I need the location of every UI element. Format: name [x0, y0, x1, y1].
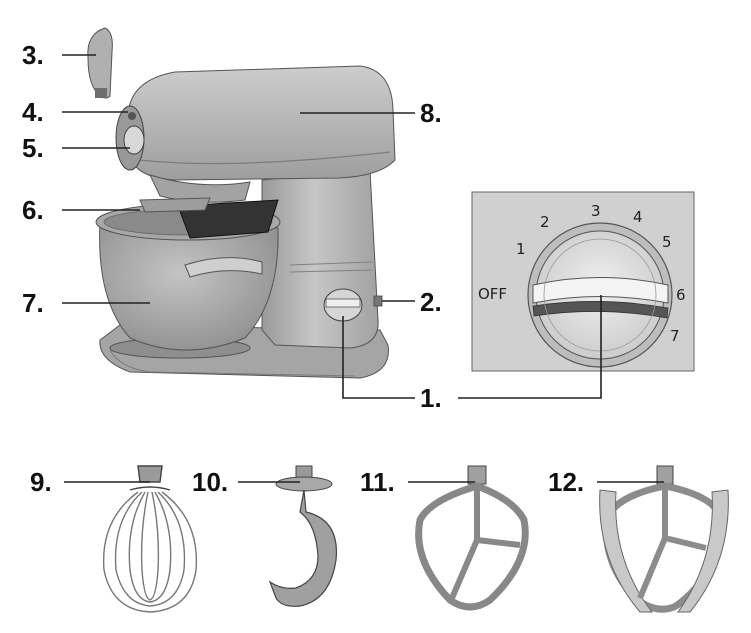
callout-7: 7. [22, 288, 44, 318]
callout-3: 3. [22, 40, 44, 70]
callout-labels: 1. 2. 3. 4. 5. 6. 7. 8. 9. 10. 11. 12. [22, 40, 584, 497]
callout-4: 4. [22, 97, 44, 127]
wire-whisk [102, 465, 198, 613]
dial-label-1: 1 [516, 240, 526, 258]
outlet-cover [87, 27, 113, 99]
dial-label-2: 2 [540, 213, 550, 231]
flat-beater [415, 465, 529, 611]
dial-label-5: 5 [662, 233, 672, 251]
leader-lines [62, 54, 664, 483]
callout-2: 2. [420, 287, 442, 317]
callout-8: 8. [420, 98, 442, 128]
callout-10: 10. [192, 467, 228, 497]
callout-12: 12. [548, 467, 584, 497]
dial-label-4: 4 [633, 208, 643, 226]
dial-label-6: 6 [676, 286, 686, 304]
splash-guard [139, 197, 279, 239]
dough-hook [268, 465, 338, 607]
callout-1: 1. [420, 383, 442, 413]
mixer-column [261, 169, 379, 349]
scraper-beater [599, 465, 729, 613]
callout-5: 5. [22, 133, 44, 163]
callout-11: 11. [360, 467, 395, 497]
callout-9: 9. [30, 467, 52, 497]
callout-6: 6. [22, 195, 44, 225]
dial-speed-labels: OFF 1 2 3 4 5 6 7 [478, 202, 686, 345]
planetary-outlet [115, 105, 145, 171]
dial-label-7: 7 [670, 327, 680, 345]
speed-dial-panel [471, 191, 695, 372]
tilt-button [373, 295, 383, 307]
dial-label-3: 3 [591, 202, 601, 220]
dial-label-off: OFF [478, 285, 507, 303]
